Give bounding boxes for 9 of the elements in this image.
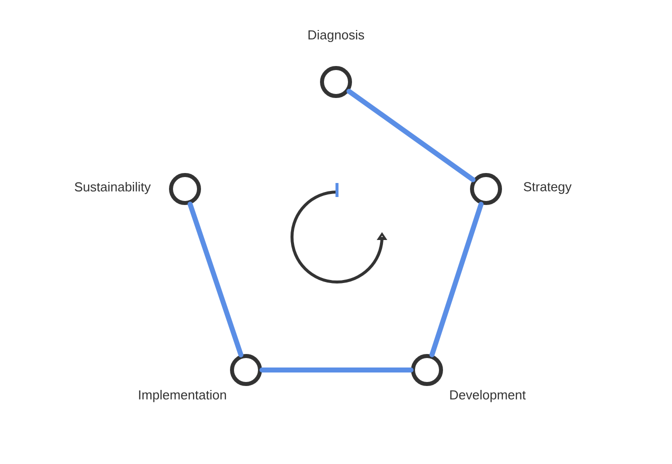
stage-label: Strategy — [524, 182, 572, 194]
stage-label: Implementation — [139, 390, 226, 402]
connector-line — [260, 368, 414, 372]
stage-label: Development — [450, 390, 526, 402]
connector-line — [429, 202, 484, 358]
stage-label: Sustainability — [74, 182, 151, 194]
stage-label: Diagnosis — [308, 30, 364, 42]
connector-line — [188, 202, 244, 358]
connector-line — [346, 88, 476, 182]
